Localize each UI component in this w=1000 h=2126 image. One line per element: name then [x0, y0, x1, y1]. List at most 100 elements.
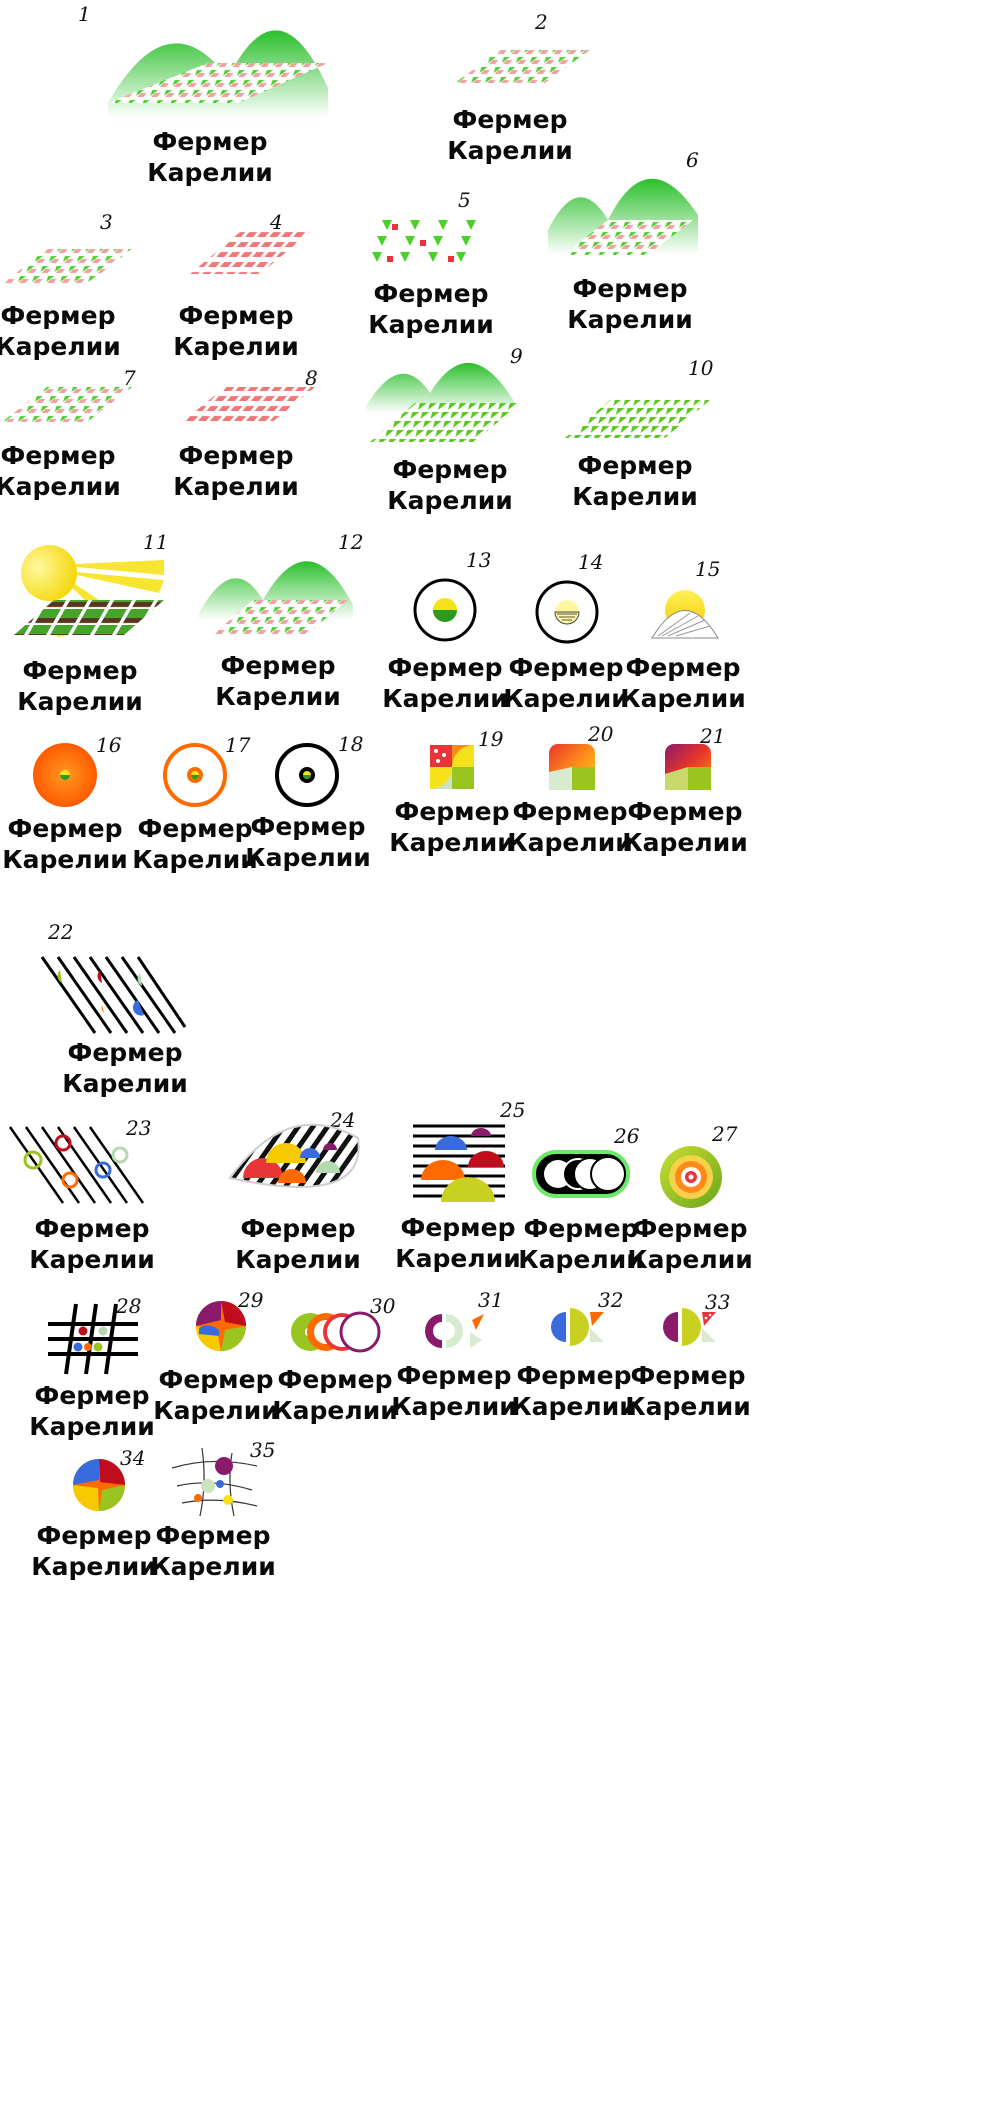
sketch-number: 5 — [458, 188, 471, 212]
sketch-number: 10 — [688, 356, 714, 380]
logo-sketch-hills-green-field — [365, 362, 520, 442]
sketch-number: 2 — [535, 10, 548, 34]
logo-sketch-circle-segments — [196, 1301, 246, 1351]
sketch-number: 35 — [250, 1438, 276, 1462]
logo-sketch-orange-ring — [163, 743, 227, 807]
sketch-number: 25 — [500, 1098, 526, 1122]
logo-sketch-grid-hash — [48, 1303, 138, 1375]
sketch-number: 33 — [705, 1290, 731, 1314]
logo-sketch-overlapping-rings — [291, 1311, 381, 1353]
logo-sketch-horizontal-lines-domes — [413, 1124, 505, 1202]
logo-sketch-half-circles-k — [551, 1308, 604, 1346]
logo-sketch-hills-field — [108, 30, 328, 118]
sketch-number: 12 — [338, 530, 364, 554]
logo-sketch-circle-segments — [73, 1459, 125, 1511]
sketch-number: 6 — [686, 148, 699, 172]
sketch-number: 29 — [238, 1288, 264, 1312]
logo-sketch-ring-sun — [413, 578, 477, 642]
logo-sketch-rounded-square — [549, 744, 595, 790]
sketch-number: 18 — [338, 732, 364, 756]
logo-sketch-field — [2, 387, 132, 422]
sketch-number: 8 — [305, 366, 318, 390]
sketch-number: 31 — [478, 1288, 504, 1312]
sketch-number: 32 — [598, 1288, 624, 1312]
sketch-number: 15 — [695, 557, 721, 581]
logo-sketch-diagonal-rings — [8, 1126, 145, 1204]
sketch-number: 16 — [96, 733, 122, 757]
sketch-number: 19 — [478, 727, 504, 751]
sketch-number: 27 — [712, 1122, 738, 1146]
sketch-number: 34 — [120, 1446, 146, 1470]
logo-sketch-rounded-square-purple — [665, 744, 711, 790]
logo-sketch-square-quadrants — [430, 745, 474, 789]
sketch-number: 4 — [270, 210, 283, 234]
sketch-number: 20 — [588, 722, 614, 746]
sketch-number: 1 — [78, 2, 91, 26]
logo-sketch-striped-lens — [228, 1123, 360, 1188]
sketch-number: 21 — [700, 724, 726, 748]
logo-sketch-network-lines — [171, 1447, 258, 1517]
logo-sketch-green-field — [565, 400, 710, 438]
sketch-number: 14 — [578, 550, 604, 574]
sketch-number: 17 — [225, 733, 251, 757]
sketch-number: 30 — [370, 1294, 396, 1318]
logo-sketch-red-field — [190, 232, 310, 274]
logo-sketch-pill-circles — [532, 1150, 630, 1198]
logo-sketch-field — [2, 249, 132, 284]
logo-sketch-hills-field — [198, 561, 353, 637]
logo-sketch-target — [660, 1146, 722, 1208]
sketch-number: 13 — [466, 548, 492, 572]
sketch-number: 3 — [100, 210, 113, 234]
logo-sketch-black-ring — [275, 743, 339, 807]
logo-sketch-half-circles-berry — [663, 1308, 716, 1346]
logo-sketch-red-field — [180, 387, 315, 424]
logo-sketch-hills-field — [548, 178, 698, 255]
sketch-number: 23 — [126, 1116, 152, 1140]
logo-sketch-sparse-field — [372, 220, 476, 262]
logo-sketch-ring-sun-hatched — [535, 580, 599, 644]
sketch-number: 11 — [143, 530, 169, 554]
logo-sketch-field — [455, 50, 590, 83]
logo-sketch-arcs-k — [425, 1314, 484, 1348]
logo-sketch-sun-cubes — [14, 545, 164, 637]
sketch-number: 22 — [48, 920, 74, 944]
logo-sketch-sun-hill — [651, 590, 719, 639]
logo-sketch-orange-circle — [33, 743, 97, 807]
sketch-number: 9 — [510, 344, 523, 368]
